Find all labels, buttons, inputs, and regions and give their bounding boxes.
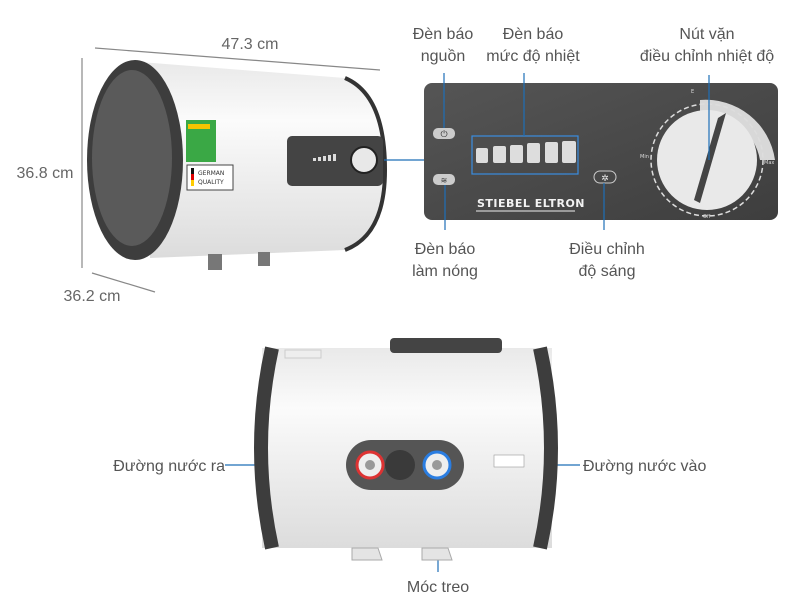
power-indicator [433,128,455,139]
svg-text:Max: Max [764,160,774,166]
top-handle [390,338,502,353]
svg-text:QUALITY: QUALITY [198,179,224,186]
hanger-right [421,547,453,561]
german-quality-sticker: GERMAN QUALITY [186,164,234,191]
brightness-icon[interactable]: ✲ [601,173,609,183]
callout-water-out: Đường nước ra [113,458,225,475]
heater-perspective-view: GERMAN QUALITY [87,60,388,270]
power-icon: ⏻ [440,129,447,139]
callout-knob-2: điều chỉnh nhiệt độ [640,48,774,65]
control-panel-closeup: ⏻ ≋ ✲ STIEBEL ELTRON Min Max Off E [424,83,778,220]
heater-rear-view [254,338,558,561]
heating-indicator [433,174,455,185]
callout-brightness-2: độ sáng [579,263,636,280]
width-dimension: 47.3 cm [222,36,279,53]
hanger-left [351,547,383,561]
callout-power-light-2: nguồn [421,48,466,65]
svg-text:Min: Min [640,154,649,160]
temperature-knob[interactable]: Min Max Off E [640,89,775,220]
dimension-arrows [81,47,381,293]
callout-temp-level-2: mức độ nhiệt [486,48,580,65]
brand-name: STIEBEL ELTRON [477,197,585,210]
callout-temp-level-1: Đèn báo [503,26,564,43]
callout-heating-2: làm nóng [412,263,478,280]
callout-knob-1: Nút vặn [679,26,734,43]
height-dimension: 36.8 cm [17,165,74,182]
callout-hanger: Móc treo [407,579,469,596]
callout-power-light-1: Đèn báo [413,26,474,43]
callout-heating-1: Đèn báo [415,241,476,258]
svg-text:GERMAN: GERMAN [198,170,224,177]
svg-text:E: E [691,89,694,95]
temperature-level-leds [476,141,576,163]
front-cap [92,70,172,246]
callout-water-in: Đường nước vào [583,458,706,475]
callout-brightness-1: Điều chỉnh [569,241,645,258]
svg-text:Off: Off [703,214,711,220]
depth-dimension: 36.2 cm [64,288,121,305]
heat-waves-icon: ≋ [441,176,448,185]
